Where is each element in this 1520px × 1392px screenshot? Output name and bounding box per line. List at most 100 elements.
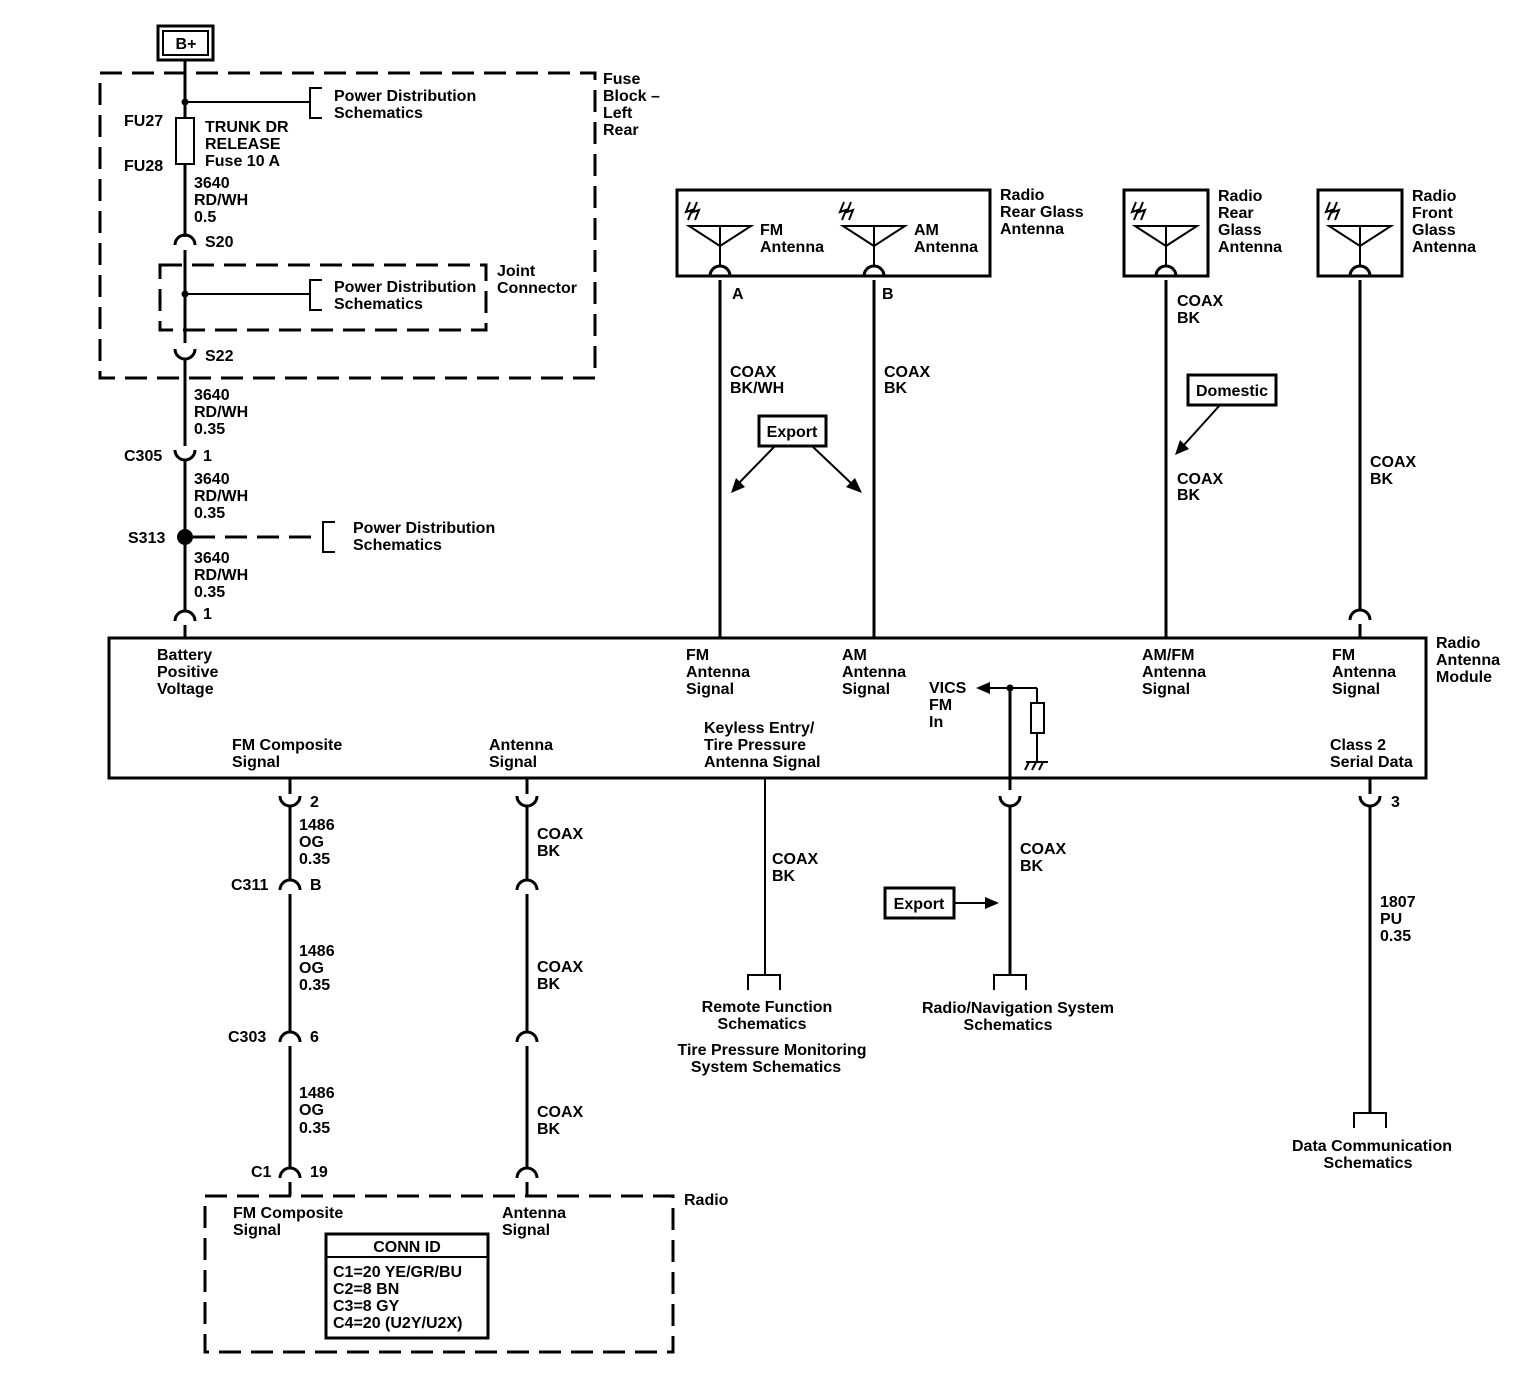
rear-glass-antenna-2-label-1: Radio [1218,188,1263,205]
domestic-arrowhead [1175,440,1189,455]
fuse-id-bottom: FU28 [124,158,163,175]
module-fm-signal2-1: FM [1332,647,1355,664]
rear-glass-antenna-label-1: Radio [1000,187,1045,204]
pd-bracket-3 [322,521,335,553]
tpms-line2: System Schematics [691,1059,841,1076]
radio-outline [203,1194,675,1354]
c303-id: C303 [228,1029,266,1046]
pin3-connector [1358,795,1382,808]
rear-glass-antenna-2-icon [1130,201,1201,266]
data-comm-bracket [1353,1112,1387,1128]
coax-fm-line2: BK/WH [730,380,784,397]
c305-id: C305 [124,448,162,465]
module-antenna-signal-2: Signal [489,754,537,771]
pd-ref-2-line2: Schematics [334,296,423,313]
coax-front-line2: BK [1370,471,1394,488]
module-keyless-3: Antenna Signal [704,754,820,771]
export-arrowhead-left [731,478,745,493]
battery-supply-inner [162,30,209,56]
rear-glass-antenna-2-label-3: Glass [1218,222,1262,239]
coax-ant-2-line2: BK [537,976,561,993]
module-fm-signal2-2: Antenna [1332,664,1396,681]
export-arrowhead-right [846,478,862,493]
fm-antenna-connector [708,264,732,277]
c305-pin: 1 [203,448,212,465]
coax-front-line1: COAX [1370,454,1417,471]
fm-antenna-label-2: Antenna [760,239,824,256]
fuse-id-top: FU27 [124,113,163,130]
export-box-top [757,414,828,448]
fuse-symbol [175,117,195,165]
module-vics-2: FM [929,697,952,714]
wire-1486-c-line3: 0.35 [299,1120,330,1137]
pd-ref-1-line1: Power Distribution [334,88,476,105]
am-antenna-label-2: Antenna [914,239,978,256]
fm-antenna-label-1: FM [760,222,783,239]
module-antenna-signal-1: Antenna [489,737,553,754]
module-label-3: Module [1436,669,1492,686]
wire-3640-b-line1: 3640 [194,387,230,404]
fm-antenna-icon [684,201,755,266]
rear-glass-antenna-label-2: Rear Glass [1000,204,1084,221]
front-glass-antenna-label-4: Antenna [1412,239,1476,256]
module-class2-1: Class 2 [1330,737,1386,754]
domestic-label: Domestic [1196,383,1268,400]
radio-label: Radio [684,1192,729,1209]
wire-1486-a-line2: OG [299,834,324,851]
rear-glass-antenna-label-3: Antenna [1000,221,1064,238]
module-fm-signal-2: Antenna [686,664,750,681]
coax-vics-line2: BK [1020,858,1044,875]
module-fm-signal2-3: Signal [1332,681,1380,698]
s313-splice-dot [177,529,193,545]
rear-glass-antenna-2-label-4: Antenna [1218,239,1282,256]
fuse-block-outline [98,71,597,380]
wire-3640-b-line2: RD/WH [194,404,248,421]
pd-ref-1-line2: Schematics [334,105,423,122]
fuse-block-label-2: Block – [603,88,660,105]
pd-ref-3-line2: Schematics [353,537,442,554]
module-fm-composite-2: Signal [232,754,280,771]
pd-bracket-1 [309,87,322,119]
front-glass-antenna-connector [1348,264,1372,277]
c311-pin: B [310,877,322,894]
pin-a-label: A [732,286,744,303]
coax-fm-line1: COAX [730,364,777,381]
coax-am-line2: BK [884,380,908,397]
module-battery-3: Voltage [157,681,214,698]
wire-3640-a-line1: 3640 [194,175,230,192]
antenna-connector-3 [515,1030,539,1043]
coax-ant-1-line1: COAX [537,826,584,843]
export-arrow-right [811,445,853,485]
radio-nav-line1: Radio/Navigation System [922,1000,1114,1017]
module-vics-1: VICS [929,680,967,697]
coax-ant-3-line2: BK [537,1121,561,1138]
module-battery-1: Battery [157,647,212,664]
radio-fm-composite-2: Signal [233,1222,281,1239]
conn-id-title: CONN ID [373,1239,441,1256]
pin2-connector [278,795,302,808]
wire-3640-d-line2: RD/WH [194,567,248,584]
coax-rear-top-line1: COAX [1177,293,1224,310]
data-comm-line1: Data Communication [1292,1138,1452,1155]
s22-label: S22 [205,348,234,365]
wire-1486-c-line2: OG [299,1102,324,1119]
am-antenna-label-1: AM [914,222,939,239]
wire-1486-b-line2: OG [299,960,324,977]
wire-1486-b-line3: 0.35 [299,977,330,994]
wire-3640-c-line2: RD/WH [194,488,248,505]
radio-fm-composite-1: FM Composite [233,1205,343,1222]
vics-arrowhead [976,682,990,694]
module-am-signal-2: Antenna [842,664,906,681]
pin2-label: 2 [310,794,319,811]
coax-rear-bottom-line2: BK [1177,487,1201,504]
fuse-block-label-3: Left [603,105,633,122]
wire-3640-b-line3: 0.35 [194,421,225,438]
wire-1486-a-line1: 1486 [299,817,335,834]
module-vics-3: In [929,714,943,731]
module-am-signal-3: Signal [842,681,890,698]
antenna-connector-4 [515,1166,539,1179]
module-am-signal-1: AM [842,647,867,664]
module-keyless-2: Tire Pressure [704,737,806,754]
coax-ant-3-line1: COAX [537,1104,584,1121]
rear-glass-antenna-box [675,188,992,278]
